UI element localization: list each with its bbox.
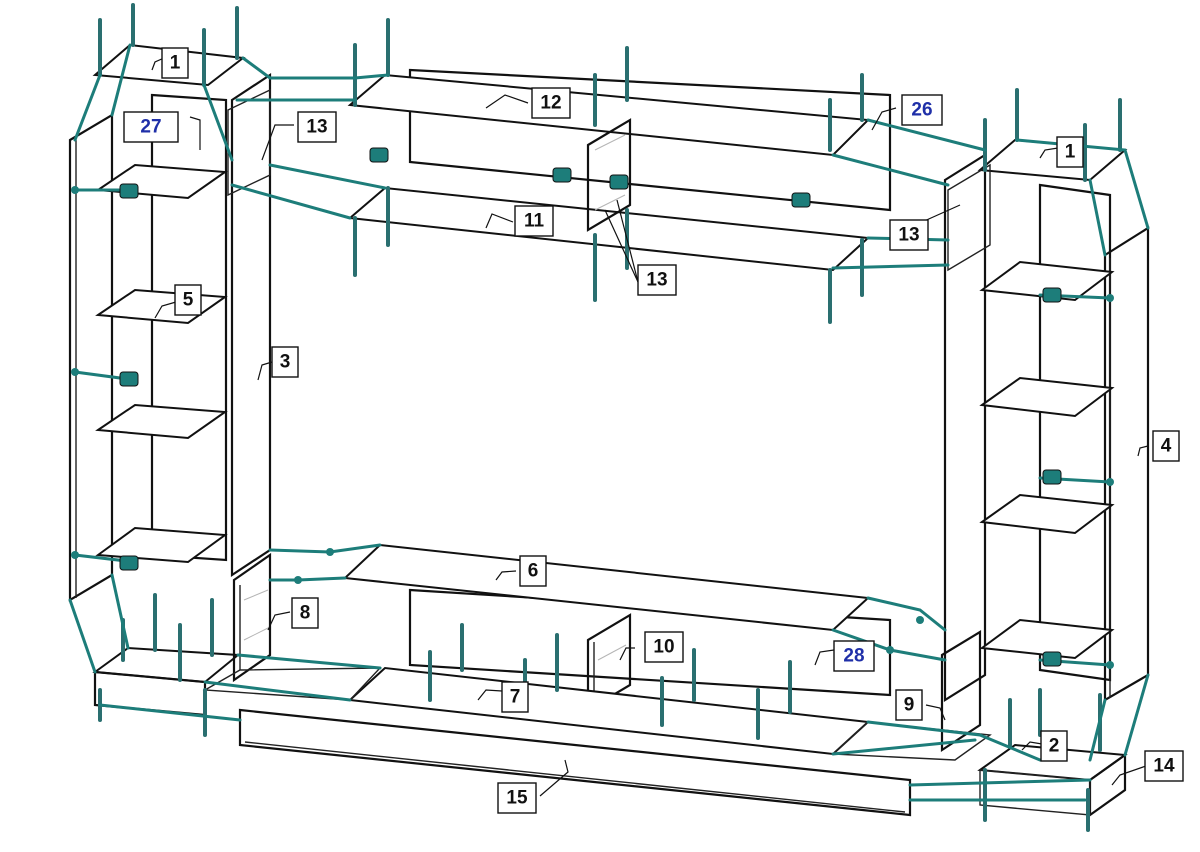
cam-lock-icon	[1042, 287, 1062, 303]
label-4: 4	[1152, 430, 1180, 462]
label-13-left: 13	[297, 111, 337, 143]
left-shelf-4	[95, 526, 228, 564]
tv-unit	[202, 543, 992, 817]
svg-text:28: 28	[843, 646, 864, 667]
svg-text:12: 12	[540, 93, 561, 114]
svg-text:1: 1	[1065, 142, 1076, 163]
right-top-panel	[977, 138, 1128, 182]
right-shelf-2	[979, 376, 1115, 418]
svg-text:13: 13	[898, 225, 919, 246]
label-27: 27	[123, 111, 179, 143]
hardware-connectors	[68, 3, 1150, 832]
svg-text:26: 26	[911, 100, 932, 121]
label-1-right: 1	[1056, 136, 1084, 168]
label-14: 14	[1144, 750, 1184, 782]
left-rear-panel	[150, 93, 228, 562]
right-inner-side-panel	[943, 153, 987, 702]
cam-lock-icon	[552, 167, 572, 183]
part-labels: 1 1 2 3 4 5 6 7	[123, 47, 1184, 814]
svg-text:13: 13	[306, 117, 327, 138]
svg-text:10: 10	[653, 637, 674, 658]
label-6: 6	[519, 555, 547, 587]
svg-text:13: 13	[646, 270, 667, 291]
cam-lock-icon	[119, 371, 139, 387]
svg-text:11: 11	[524, 211, 545, 232]
center-divider-13	[586, 118, 632, 232]
svg-text:14: 14	[1153, 756, 1175, 777]
label-12: 12	[531, 87, 571, 119]
svg-text:2: 2	[1049, 736, 1060, 757]
tv-unit-plinth-15	[238, 708, 912, 817]
cam-lock-icon	[369, 147, 389, 163]
label-7: 7	[501, 681, 529, 713]
label-8: 8	[291, 597, 319, 629]
label-13-right: 13	[889, 219, 929, 251]
left-shelf-3	[95, 403, 228, 440]
right-rear-panel	[1038, 183, 1112, 682]
label-1-left: 1	[161, 47, 189, 79]
tv-unit-divider-10	[586, 613, 632, 712]
label-28: 28	[833, 640, 875, 672]
svg-text:3: 3	[280, 352, 291, 373]
label-2: 2	[1040, 730, 1068, 762]
label-5: 5	[174, 284, 202, 316]
svg-text:15: 15	[506, 788, 528, 809]
label-10: 10	[644, 631, 684, 663]
tv-unit-top-shelf-6	[342, 543, 871, 632]
cam-lock-icon	[119, 555, 139, 571]
left-tower	[68, 43, 272, 717]
cam-lock-icon	[1042, 469, 1062, 485]
label-11: 11	[514, 205, 554, 237]
svg-text:4: 4	[1161, 436, 1172, 457]
cam-lock-icon	[791, 192, 811, 208]
top-back-panel	[408, 68, 892, 212]
cam-lock-icon	[1042, 651, 1062, 667]
svg-text:6: 6	[528, 561, 539, 582]
label-3: 3	[271, 346, 299, 378]
cam-lock-icon	[609, 174, 629, 190]
svg-text:5: 5	[183, 290, 194, 311]
leader-lines	[151, 57, 1149, 797]
left-bottom-panel	[92, 646, 241, 684]
svg-text:27: 27	[140, 117, 161, 138]
right-small-cabinet	[940, 630, 982, 753]
label-26: 26	[901, 94, 943, 126]
left-small-cabinet	[232, 552, 272, 683]
right-shelf-3	[979, 493, 1115, 535]
cam-lock-icon	[119, 183, 139, 199]
svg-text:7: 7	[510, 687, 521, 708]
svg-text:9: 9	[904, 695, 915, 716]
label-9: 9	[895, 689, 923, 721]
left-divider-13	[227, 88, 271, 197]
svg-text:8: 8	[300, 603, 311, 624]
svg-text:1: 1	[170, 53, 181, 74]
left-shelf-1	[95, 163, 228, 200]
label-15: 15	[497, 782, 537, 814]
label-13-center: 13	[637, 264, 677, 296]
tv-unit-right-plinth	[831, 721, 992, 761]
left-inner-side-panel	[230, 72, 272, 578]
right-divider-13	[947, 163, 991, 272]
